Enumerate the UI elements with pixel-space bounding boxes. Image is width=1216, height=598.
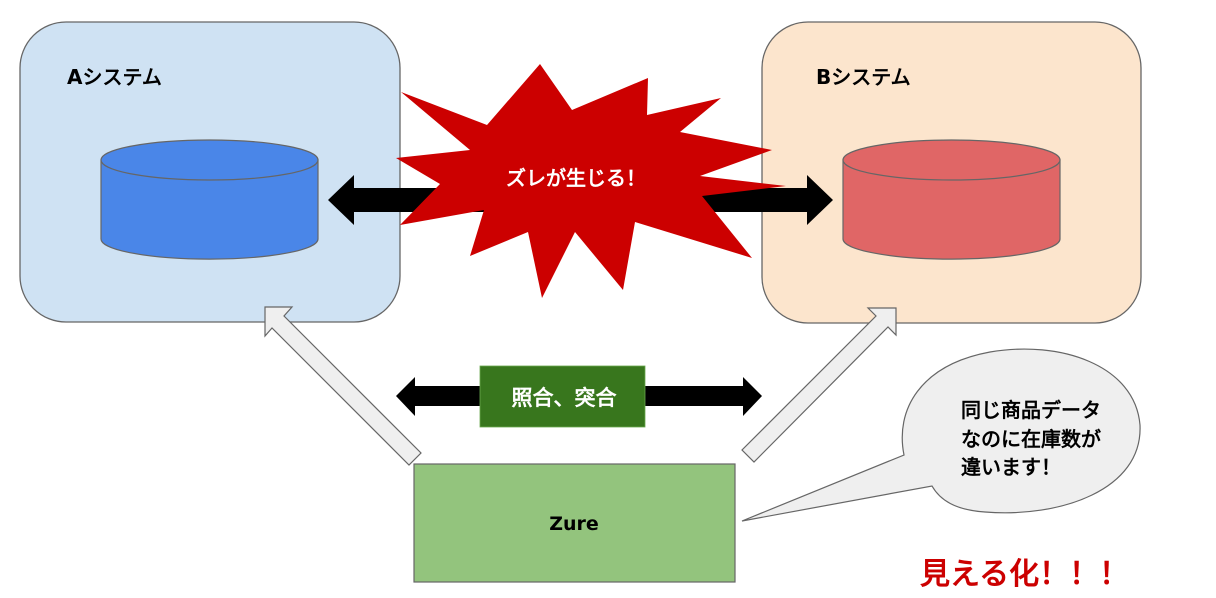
speech-bubble: 同じ商品データ なのに在庫数が 違います！ bbox=[741, 348, 1141, 522]
system-b-title: Bシステム bbox=[816, 65, 911, 89]
zure-system: Zure bbox=[413, 463, 736, 583]
system-a: Aシステム bbox=[19, 21, 401, 323]
arrow-up-left-icon bbox=[264, 306, 422, 466]
speech-bubble-line-3: 違います！ bbox=[961, 455, 1061, 479]
database-icon-b[interactable] bbox=[842, 139, 1061, 260]
feed-arrow-to-b bbox=[741, 307, 897, 463]
explosion-icon bbox=[396, 64, 786, 298]
conflict-label: ズレが生じる！ bbox=[506, 166, 646, 190]
conflict-burst: ズレが生じる！ bbox=[396, 64, 786, 298]
reconcile-box[interactable] bbox=[479, 365, 646, 428]
reconcile-label: 照合、突合 bbox=[512, 386, 618, 410]
speech-bubble-line-2: なのに在庫数が bbox=[961, 427, 1101, 451]
system-a-title: Aシステム bbox=[67, 65, 162, 89]
speech-bubble-line-1: 同じ商品データ bbox=[961, 398, 1101, 422]
system-b: Bシステム bbox=[761, 21, 1142, 324]
database-icon-a[interactable] bbox=[100, 139, 319, 260]
zure-label: Zure bbox=[549, 513, 599, 535]
feed-arrow-to-a bbox=[264, 306, 422, 466]
visualize-slogan: 見える化！！！ bbox=[920, 557, 1129, 592]
speech-bubble-shape bbox=[741, 348, 1141, 522]
zure-box[interactable] bbox=[413, 463, 736, 583]
arrow-up-right-icon bbox=[741, 307, 897, 463]
reconcile-arrow: 照合、突合 bbox=[396, 365, 762, 428]
